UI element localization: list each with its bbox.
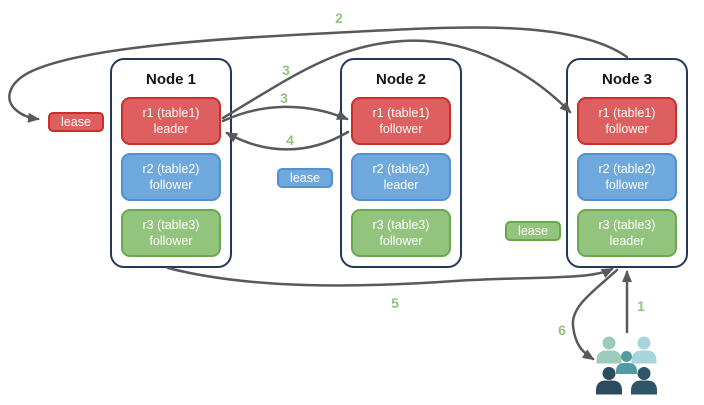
- step-label-3a: 3: [282, 62, 290, 78]
- node-1-title: Node 1: [145, 71, 196, 88]
- replica-role: leader: [153, 122, 189, 136]
- node2-replica-r1: r1 (table1) follower: [351, 97, 451, 145]
- user-back-left: [596, 336, 622, 364]
- node2-replica-r3: r3 (table3) follower: [351, 209, 451, 257]
- replica-range: r1 (table1): [372, 105, 430, 120]
- lease-badge-table3: lease: [505, 221, 561, 241]
- replica-range: r2 (table2): [372, 161, 430, 176]
- step-label-4: 4: [286, 132, 294, 148]
- node3-replica-r3: r3 (table3) leader: [577, 209, 677, 257]
- replica-role: follower: [379, 234, 423, 248]
- node3-replica-r2: r2 (table2) follower: [577, 153, 677, 201]
- arrow-step-3-to-node2: [221, 105, 349, 123]
- node3-replica-r1: r1 (table1) follower: [577, 97, 677, 145]
- node2-replica-r2: r2 (table2) leader: [351, 153, 451, 201]
- replica-range: r3 (table3): [142, 217, 200, 232]
- user-front-left: [596, 367, 622, 395]
- node-2-title: Node 2: [375, 71, 426, 88]
- node-3-title: Node 3: [601, 71, 652, 88]
- step-label-5: 5: [391, 295, 399, 311]
- user-middle: [616, 351, 637, 374]
- arrow-step-6: [571, 268, 619, 361]
- user-front-right: [631, 367, 657, 395]
- user-back-right: [631, 336, 657, 364]
- arrow-step-5: [166, 266, 614, 287]
- node1-replica-r1: r1 (table1) leader: [121, 97, 221, 145]
- step-label-1: 1: [637, 298, 645, 314]
- node-3-box: Node 3 r1 (table1) follower r2 (table2) …: [566, 58, 688, 268]
- replica-range: r3 (table3): [372, 217, 430, 232]
- node1-replica-r3: r3 (table3) follower: [121, 209, 221, 257]
- step-label-6: 6: [558, 322, 566, 338]
- replica-range: r1 (table1): [598, 105, 656, 120]
- node-1-box: Node 1 r1 (table1) leader r2 (table2) fo…: [110, 58, 232, 268]
- replica-range: r1 (table1): [142, 105, 200, 120]
- node1-replica-r2: r2 (table2) follower: [121, 153, 221, 201]
- step-label-3b: 3: [280, 90, 288, 106]
- replica-range: r3 (table3): [598, 217, 656, 232]
- replica-role: follower: [379, 122, 423, 136]
- replica-role: follower: [605, 122, 649, 136]
- node-2-box: Node 2 r1 (table1) follower r2 (table2) …: [340, 58, 462, 268]
- replica-role: follower: [149, 178, 193, 192]
- replica-range: r2 (table2): [598, 161, 656, 176]
- lease-badge-table1: lease: [48, 112, 104, 132]
- replica-role: follower: [605, 178, 649, 192]
- replica-role: follower: [149, 234, 193, 248]
- step-label-2: 2: [335, 10, 343, 26]
- replica-role: leader: [609, 234, 645, 248]
- arrow-step-2: [8, 26, 629, 123]
- replica-role: leader: [383, 178, 419, 192]
- lease-badge-table2: lease: [277, 168, 333, 188]
- users-group-icon: [596, 336, 657, 395]
- replica-range: r2 (table2): [142, 161, 200, 176]
